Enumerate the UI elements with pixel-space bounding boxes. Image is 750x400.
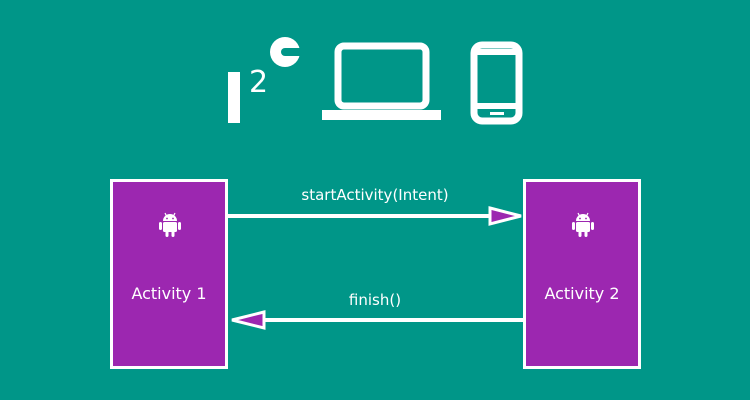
activity-1-label: Activity 1 bbox=[131, 284, 207, 303]
start-activity-label: startActivity(Intent) bbox=[301, 186, 449, 204]
smartphone-icon bbox=[470, 41, 524, 125]
laptop-icon bbox=[322, 42, 442, 122]
svg-text:2: 2 bbox=[249, 65, 268, 100]
android-icon bbox=[159, 212, 181, 238]
forward-arrow bbox=[227, 206, 522, 226]
finish-label: finish() bbox=[348, 291, 402, 309]
i2c-logo: 2 bbox=[222, 30, 322, 130]
activity-2-label: Activity 2 bbox=[544, 284, 620, 303]
back-arrow bbox=[231, 310, 523, 330]
activity-2-box: Activity 2 bbox=[523, 179, 641, 369]
activity-1-box: Activity 1 bbox=[110, 179, 228, 369]
android-icon bbox=[572, 212, 594, 238]
